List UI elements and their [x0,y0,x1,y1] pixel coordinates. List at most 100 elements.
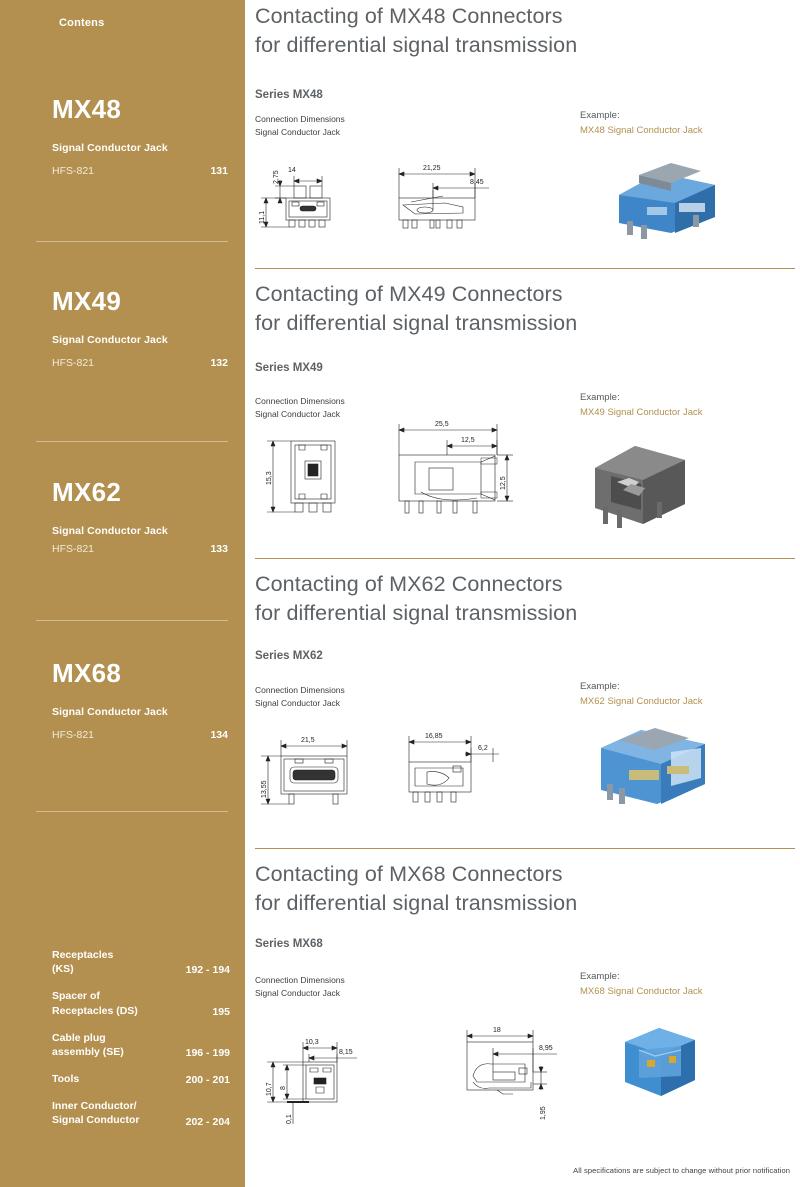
product-photo-mx68 [603,1016,713,1121]
index-label-line2: assembly (SE) [52,1045,124,1058]
dim-front-inner-height: 8 [280,1086,287,1090]
sidebar-series-title: MX49 [52,286,122,316]
example-value: MX62 Signal Conductor Jack [580,696,703,708]
sidebar-item-mx49[interactable]: MX49 Signal Conductor Jack HFS-821 132 [52,288,228,369]
section-title-line1: Contacting of MX62 Connectors [255,572,563,596]
sidebar-index-label: Tools [52,1073,80,1086]
index-label-line2: Receptacles (DS) [52,1004,138,1017]
sidebar-index-label: Receptacles (KS) [52,948,113,976]
dim-side-width: 18 [493,1027,501,1034]
caption-line1: Connection Dimensions [255,975,345,985]
sidebar-series-subtitle: Signal Conductor Jack [52,334,168,346]
dim-side-width: 21,25 [423,165,441,172]
sidebar-series-code: HFS-821 [52,357,95,369]
sidebar-series-title: MX48 [52,94,122,124]
technical-drawing-mx49-front: 15,3 [253,423,353,533]
example-value: MX68 Signal Conductor Jack [580,986,703,998]
sidebar-index-item-receptacles-ks[interactable]: Receptacles (KS) 192 - 194 [52,948,230,976]
sidebar-series-row: HFS-821 131 [52,165,228,177]
sidebar-index-pages: 196 - 199 [185,1047,230,1060]
technical-drawing-mx49-side: 25,5 12,5 12,5 [385,410,545,532]
section-title-line1: Contacting of MX48 Connectors [255,4,563,28]
dim-front-lip: 0,1 [286,1114,293,1124]
legal-footnote: All specifications are subject to change… [573,1166,790,1175]
sidebar-series-page: 134 [210,729,228,741]
section-title-line2: for differential signal transmission [255,33,578,58]
caption-line2: Signal Conductor Jack [255,409,341,420]
sidebar-series-title: MX62 [52,477,122,507]
sidebar-index-item-tools[interactable]: Tools 200 - 201 [52,1072,230,1086]
example-block: Example: MX62 Signal Conductor Jack [580,679,703,709]
sidebar-series-row: HFS-821 133 [52,543,228,555]
section-title-line1: Contacting of MX49 Connectors [255,282,563,306]
section-divider [255,558,795,559]
example-label: Example: [580,110,620,121]
sidebar-index-pages: 202 - 204 [185,1115,230,1128]
section-caption: Connection Dimensions Signal Conductor J… [255,684,345,710]
dim-front-top: 2,75 [273,170,280,184]
sidebar-item-mx68[interactable]: MX68 Signal Conductor Jack HFS-821 134 [52,660,228,741]
index-label-line1: Spacer of [52,990,100,1003]
section-mx48: Contacting of MX48 Connectors for differ… [245,0,800,268]
section-series-label: Series MX62 [255,650,323,662]
dim-front-height: 15,3 [266,471,273,485]
sidebar-item-mx48[interactable]: MX48 Signal Conductor Jack HFS-821 131 [52,96,228,177]
index-label-line2: Signal Conductor [52,1114,140,1127]
caption-line1: Connection Dimensions [255,396,345,406]
sidebar-index-pages: 192 - 194 [185,964,230,977]
product-photo-mx62 [583,718,723,823]
technical-drawing-mx48-side: 21,25 8,45 [385,150,515,250]
sidebar-divider [36,620,228,621]
section-title: Contacting of MX48 Connectors for differ… [255,2,577,60]
dim-front-width: 10,3 [305,1039,319,1046]
dim-front-width: 21,5 [301,737,315,744]
example-label: Example: [580,971,620,982]
dim-side-height: 12,5 [500,476,507,490]
index-label-line1: Inner Conductor/ [52,1100,137,1113]
sidebar-series-subtitle: Signal Conductor Jack [52,706,168,718]
sidebar-series-code: HFS-821 [52,165,95,177]
dim-side-inner: 8,95 [539,1045,553,1052]
sidebar: Contens MX48 Signal Conductor Jack HFS-8… [0,0,245,1187]
sidebar-series-page: 131 [210,165,228,177]
dim-front-width: 14 [288,167,296,174]
dim-front-height: 13,55 [261,780,268,798]
sidebar-index-item-inner-conductor[interactable]: Inner Conductor/Signal Conductor 202 - 2… [52,1099,230,1127]
sidebar-item-mx62[interactable]: MX62 Signal Conductor Jack HFS-821 133 [52,479,228,555]
sidebar-series-row: HFS-821 132 [52,357,228,369]
section-title-line1: Contacting of MX68 Connectors [255,862,563,886]
section-mx62: Contacting of MX62 Connectors for differ… [245,558,800,848]
sidebar-index-label: Inner Conductor/Signal Conductor [52,1099,140,1127]
sidebar-divider [36,241,228,242]
section-caption: Connection Dimensions Signal Conductor J… [255,113,345,139]
section-title-line2: for differential signal transmission [255,311,578,336]
section-title-line2: for differential signal transmission [255,601,578,626]
section-mx49: Contacting of MX49 Connectors for differ… [245,268,800,558]
technical-drawing-mx68-front: 10,3 8,15 10,7 8 0,1 [253,1020,373,1140]
dim-side-inner: 8,45 [470,179,484,186]
dim-front-height: 11,1 [259,211,266,224]
section-series-label: Series MX48 [255,89,323,101]
technical-drawing-mx62-front: 21,5 13,55 [253,720,363,820]
index-label-line1: Receptacles [52,949,114,961]
technical-drawing-mx48-front: 14 2,75 11,1 [253,150,363,250]
sidebar-divider [36,441,228,442]
sidebar-series-page: 132 [210,357,228,369]
section-title: Contacting of MX68 Connectors for differ… [255,860,577,918]
example-label: Example: [580,681,620,692]
product-photo-mx49 [581,438,701,543]
sidebar-series-subtitle: Signal Conductor Jack [52,525,168,537]
caption-line2: Signal Conductor Jack [255,127,341,138]
section-divider [255,848,795,849]
caption-line2: Signal Conductor Jack [255,698,341,709]
example-block: Example: MX48 Signal Conductor Jack [580,108,703,138]
index-label-line2: (KS) [52,963,74,976]
product-photo-mx48 [597,145,729,250]
example-value: MX49 Signal Conductor Jack [580,407,703,419]
section-caption: Connection Dimensions Signal Conductor J… [255,395,345,421]
sidebar-series-code: HFS-821 [52,729,95,741]
